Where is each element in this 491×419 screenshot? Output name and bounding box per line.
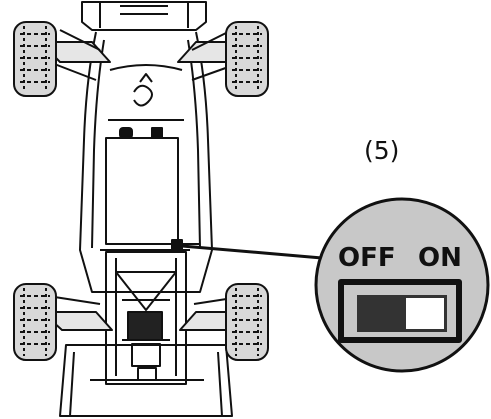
wheel-rear-left — [13, 283, 57, 361]
wheel-front-right — [225, 21, 269, 97]
front-logo-icon — [133, 73, 153, 107]
wheel-front-left — [13, 21, 57, 97]
switch-off-label: OFF — [338, 243, 396, 273]
rc-car-chassis — [39, 1, 253, 417]
switch-knob — [406, 298, 444, 329]
power-switch — [338, 279, 462, 343]
callout-leader-line — [181, 244, 323, 260]
wheel-rear-right — [225, 283, 269, 361]
battery-compartment — [105, 137, 179, 245]
step-number-label: (5) — [364, 136, 400, 165]
switch-on-label: ON — [418, 243, 462, 273]
